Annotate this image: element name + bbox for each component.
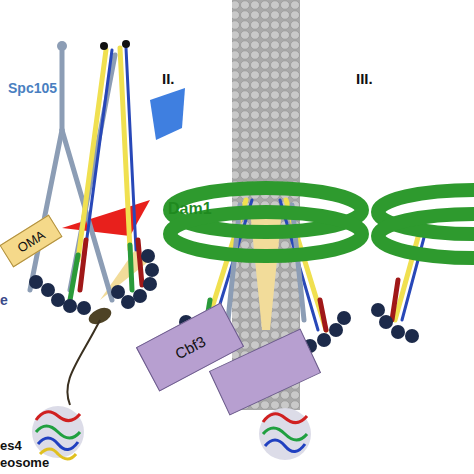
nucleosome — [263, 414, 307, 423]
bead-chain — [41, 283, 55, 297]
panel-number: II. — [162, 70, 175, 87]
bead-chain — [121, 295, 135, 309]
dam1-rings — [170, 188, 362, 256]
nucleosome — [36, 412, 80, 421]
protein-label: Dam1 — [168, 200, 212, 218]
grey-rods — [30, 130, 62, 290]
colored-rods — [320, 300, 326, 330]
coma-box: OMA — [0, 215, 62, 268]
colored-rods — [84, 50, 112, 260]
bead-chain — [405, 329, 419, 343]
bead-chain — [29, 275, 43, 289]
colored-rods — [78, 50, 106, 260]
protein-label: es4 — [0, 438, 22, 453]
colored-rods — [402, 230, 426, 320]
bead-chain — [329, 323, 343, 337]
nucleosome — [259, 408, 311, 460]
bead-chain — [63, 299, 77, 313]
bead-chain — [143, 277, 157, 291]
colored-rods — [392, 280, 398, 320]
protein-label: eosome — [0, 455, 49, 470]
head-marks — [100, 42, 108, 50]
colored-rods — [228, 205, 240, 320]
protein-label: e — [0, 292, 8, 308]
bead-chain — [77, 301, 91, 315]
bead-chain — [141, 249, 155, 263]
dam1-rings — [378, 190, 474, 258]
bead-chain — [317, 333, 331, 347]
colored-rods — [70, 255, 78, 300]
protein-label: Spc105 — [8, 80, 57, 96]
bead-chain — [111, 285, 125, 299]
bead-chain — [133, 289, 147, 303]
nucleosome — [32, 406, 84, 458]
bead-chain — [145, 263, 159, 277]
bead-chain — [337, 311, 351, 325]
bead-chain — [29, 249, 159, 315]
nucleosome — [259, 408, 311, 460]
nucleosome — [32, 406, 84, 459]
colored-rods — [138, 240, 142, 285]
head-marks — [122, 40, 130, 48]
colored-rods — [126, 48, 136, 250]
nucleosome — [263, 428, 307, 440]
panel-two-structure — [170, 0, 362, 460]
rod-end — [57, 41, 67, 51]
nucleosome — [265, 440, 305, 452]
colored-rods — [70, 48, 142, 300]
colored-rods — [292, 205, 304, 320]
nucleosome — [38, 438, 78, 450]
dam1-rings — [378, 214, 474, 258]
bead-chain — [379, 315, 393, 329]
dam1-rings — [170, 212, 362, 256]
panel-three-structure — [371, 190, 474, 343]
bead-chain — [371, 303, 385, 317]
panel-one-structure — [29, 40, 185, 459]
nucleosome — [36, 426, 80, 438]
bead-chain — [371, 303, 419, 343]
bead-chain — [391, 325, 405, 339]
grey-rods — [62, 130, 112, 300]
box-text: OMA — [14, 227, 47, 255]
colored-rods — [130, 245, 132, 290]
colored-rods — [80, 240, 86, 290]
linker — [67, 320, 100, 405]
bead-chain — [51, 293, 65, 307]
red-wedge — [62, 200, 150, 236]
box-text: Cbf3 — [172, 332, 208, 362]
blue-flag — [150, 88, 185, 140]
panel-number: III. — [356, 70, 373, 87]
grey-rods — [60, 48, 65, 130]
head-marks — [100, 40, 130, 50]
brown-oval — [86, 305, 114, 328]
